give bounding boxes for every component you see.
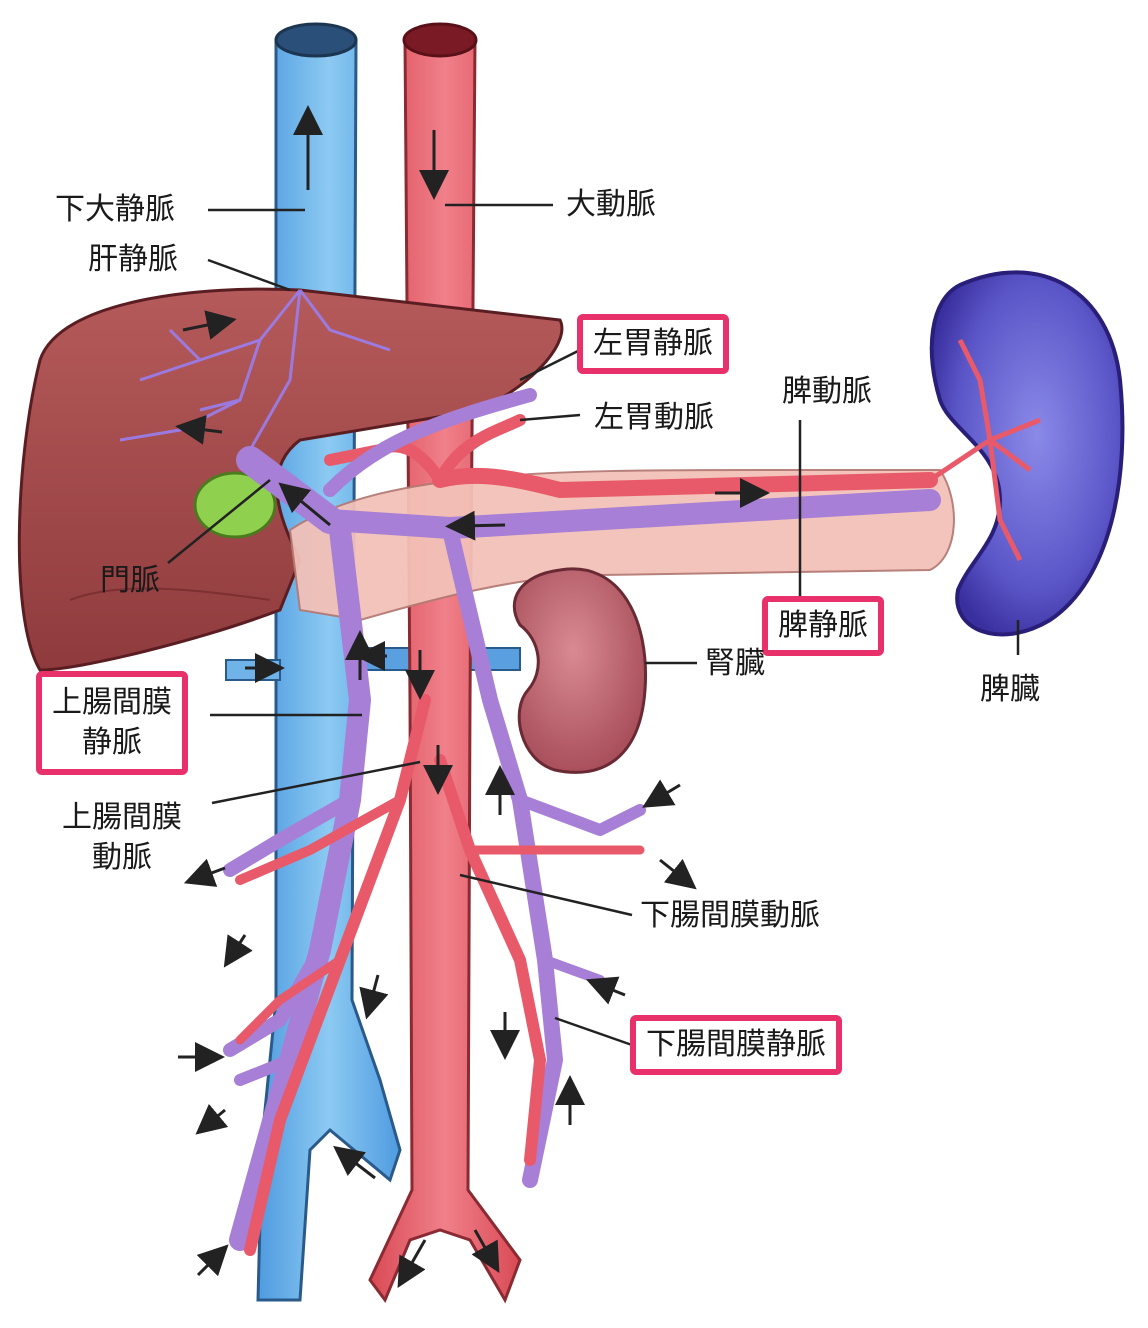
label-superior-mesenteric-artery: 上腸間膜 動脈	[62, 798, 182, 878]
label-inferior-vena-cava: 下大静脈	[55, 192, 175, 228]
label-inferior-mesenteric-artery: 下腸間膜動脈	[640, 898, 820, 934]
spleen	[930, 272, 1122, 634]
label-sma-line1: 上腸間膜	[62, 798, 182, 838]
label-splenic-vein: 脾静脈	[762, 596, 884, 656]
label-hepatic-vein: 肝静脈	[88, 242, 178, 278]
label-kidney: 腎臓	[705, 646, 765, 682]
label-aorta: 大動脈	[566, 187, 656, 223]
label-superior-mesenteric-vein: 上腸間膜 静脈	[36, 671, 188, 775]
label-smv-line2: 静脈	[52, 723, 172, 763]
label-spleen: 脾臓	[980, 672, 1040, 708]
label-inferior-mesenteric-vein: 下腸間膜静脈	[630, 1015, 842, 1075]
kidney	[514, 569, 645, 773]
label-smv-line1: 上腸間膜	[52, 683, 172, 723]
label-portal-vein: 門脈	[100, 563, 160, 599]
label-left-gastric-vein: 左胃静脈	[577, 314, 729, 374]
label-splenic-artery: 脾動脈	[782, 374, 872, 410]
label-sma-line2: 動脈	[62, 838, 182, 878]
label-left-gastric-artery: 左胃動脈	[594, 400, 714, 436]
